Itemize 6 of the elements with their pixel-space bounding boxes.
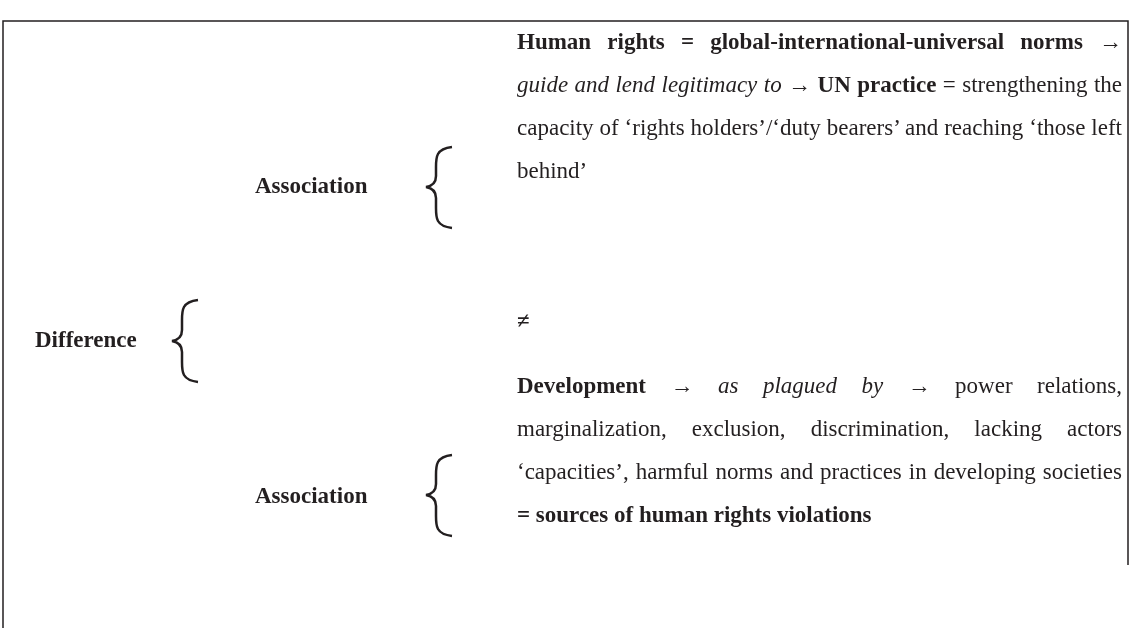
term-label: Association bbox=[255, 482, 368, 510]
not-equal-sign: ≠ bbox=[517, 307, 530, 335]
term-label: Association bbox=[255, 172, 368, 200]
definition-text: Human rights = global-international-universal norms → guide and lend legitimacy to → UN practice = strengthening the capacity of ‘rights holders’/‘duty bearers’ and reaching ‘those left behind’ bbox=[517, 28, 1122, 185]
term-label: Difference bbox=[35, 326, 137, 354]
definition-text: Development → as plagued by → power relations, marginalization, exclusion, discrimination, lacking actors ‘capacities’, harmful norms and practices in developing societies = sources of human rights violations bbox=[517, 372, 1122, 529]
